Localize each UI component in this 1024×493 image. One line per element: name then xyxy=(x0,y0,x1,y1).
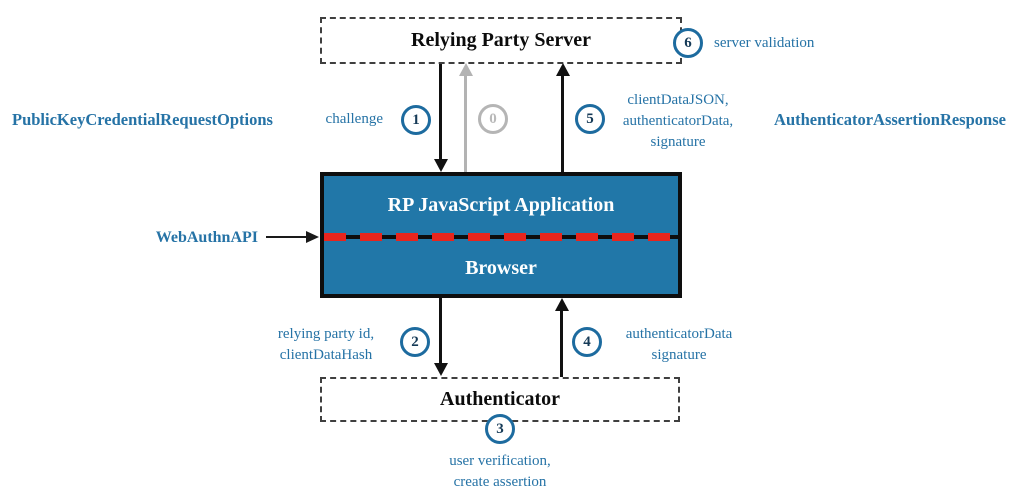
arrow-step1-line xyxy=(439,64,442,160)
step-1-number: 1 xyxy=(412,111,420,128)
arrow-step4-head-up-icon xyxy=(555,298,569,311)
step-3-annotation: user verification, create assertion xyxy=(449,453,551,490)
step-4-badge: 4 xyxy=(572,327,602,357)
arrow-step5-head-up-icon xyxy=(556,63,570,76)
step-5-badge: 5 xyxy=(575,104,605,134)
arrow-step0-head-up-icon xyxy=(459,63,473,76)
arrow-step4-line xyxy=(560,311,563,377)
webauthn-api-pointer-line xyxy=(266,236,310,238)
arrow-step2-head-down-icon xyxy=(434,363,448,376)
step-5-number: 5 xyxy=(586,110,594,127)
step-6-badge: 6 xyxy=(673,28,703,58)
browser-label: Browser xyxy=(465,257,537,279)
step-2-number: 2 xyxy=(411,333,419,350)
webauthn-api-boundary-red-dashes xyxy=(324,233,678,241)
step-0-badge: 0 xyxy=(478,104,508,134)
step-4-number: 4 xyxy=(583,333,591,350)
step-1-badge: 1 xyxy=(401,105,431,135)
browser-row: Browser xyxy=(324,243,678,294)
relying-party-server-label: Relying Party Server xyxy=(411,29,591,51)
webauthn-api-label: WebAuthnAPI xyxy=(155,229,258,246)
step-5-annotation: clientDataJSON, authenticatorData, signa… xyxy=(622,92,734,150)
server-validation-label: server validation xyxy=(714,35,815,51)
step-2-badge: 2 xyxy=(400,327,430,357)
step-2-annotation: relying party id, clientDataHash xyxy=(277,326,375,363)
step-3-badge: 3 xyxy=(485,414,515,444)
authenticator-label: Authenticator xyxy=(440,388,560,410)
public-key-credential-request-options-label: PublicKeyCredentialRequestOptions xyxy=(12,110,273,129)
arrow-step1-head-down-icon xyxy=(434,159,448,172)
step-6-number: 6 xyxy=(684,34,692,51)
arrow-step0-line xyxy=(464,76,467,172)
rp-js-application-row: RP JavaScript Application xyxy=(324,176,678,235)
step-4-annotation: authenticatorData signature xyxy=(625,326,733,363)
webauthn-api-pointer-head-icon xyxy=(306,231,319,243)
browser-box: RP JavaScript Application Browser xyxy=(320,172,682,298)
rp-js-application-label: RP JavaScript Application xyxy=(387,194,615,216)
arrow-step5-line xyxy=(561,76,564,172)
step-0-number: 0 xyxy=(489,110,497,127)
relying-party-server-box: Relying Party Server xyxy=(320,17,682,64)
step-3-number: 3 xyxy=(496,420,504,437)
challenge-label: challenge xyxy=(325,111,383,127)
arrow-step2-line xyxy=(439,298,442,364)
authenticator-assertion-response-label: AuthenticatorAssertionResponse xyxy=(774,110,1006,129)
